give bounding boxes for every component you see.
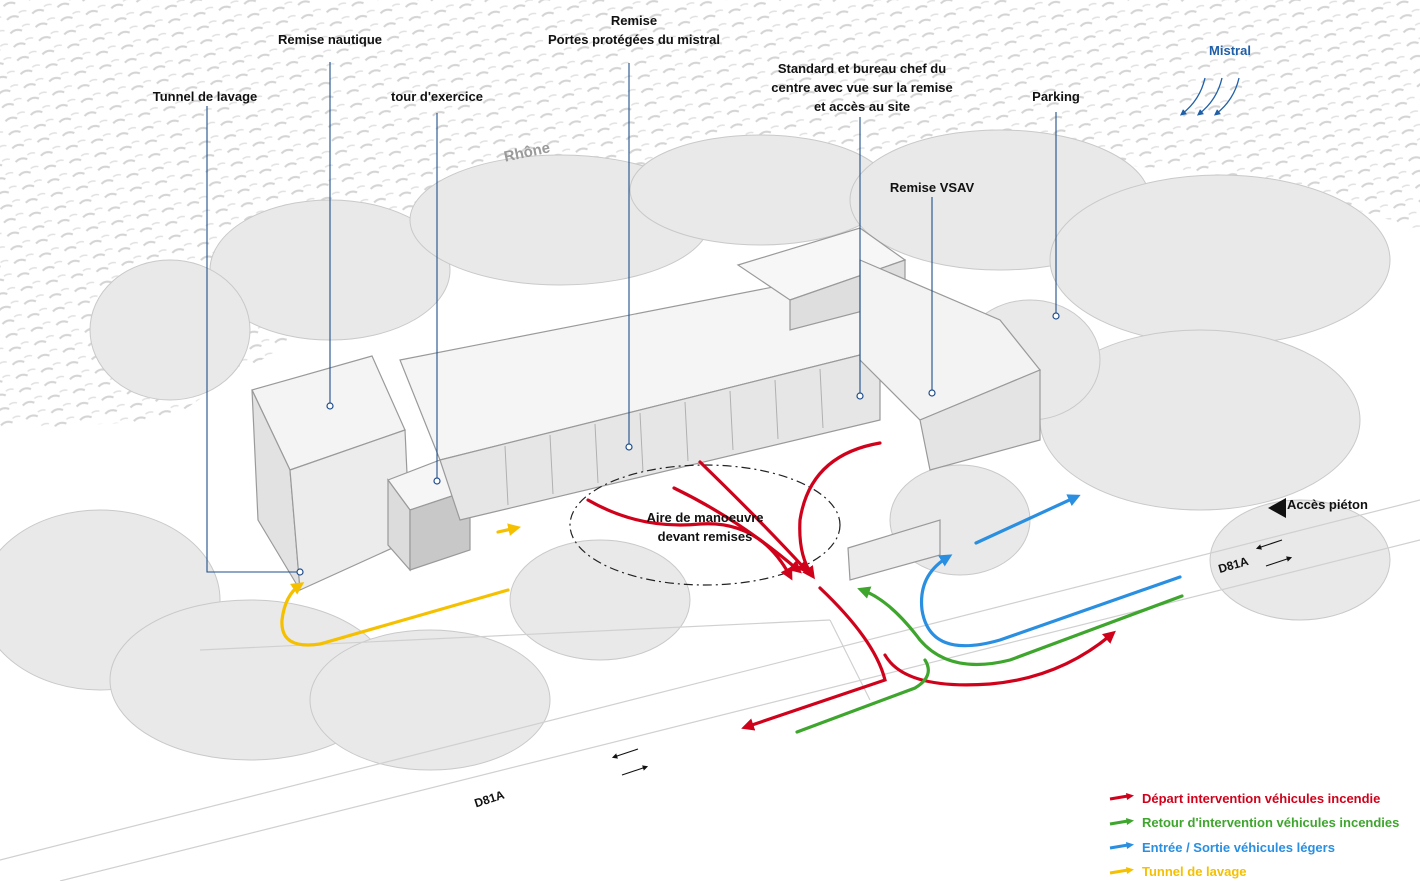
blue-arrow-icon bbox=[1109, 842, 1134, 850]
label-acces-pieton: Accès piéton bbox=[1287, 497, 1368, 512]
washing-tunnel-route bbox=[280, 523, 521, 647]
legend-label: Départ intervention véhicules incendie bbox=[1142, 790, 1381, 806]
legend-label: Entrée / Sortie véhicules légers bbox=[1142, 839, 1335, 855]
legend: Départ intervention véhicules incendie R… bbox=[1108, 786, 1399, 881]
red-arrow-icon bbox=[1109, 793, 1134, 801]
yellow-arrow-icon bbox=[1109, 866, 1134, 875]
legend-item-washing-tunnel: Tunnel de lavage bbox=[1108, 860, 1399, 881]
label-mistral: Mistral bbox=[1209, 43, 1251, 58]
departure-routes bbox=[586, 441, 1116, 731]
label-tunnel-de-lavage: Tunnel de lavage bbox=[152, 89, 258, 104]
label-parking: Parking bbox=[1032, 89, 1080, 104]
fire-station-buildings bbox=[251, 227, 1041, 591]
legend-item-return: Retour d'intervention véhicules incendie… bbox=[1108, 811, 1399, 836]
road-direction-arrows bbox=[611, 539, 1293, 776]
callout-dots bbox=[296, 312, 1060, 576]
label-remise-nautique: Remise nautique bbox=[277, 32, 383, 47]
river-texture bbox=[0, 0, 1420, 430]
label-standard-bureau: Standard et bureau chef du centre avec v… bbox=[771, 61, 953, 114]
green-arrow-icon bbox=[1109, 817, 1134, 826]
legend-label: Tunnel de lavage bbox=[1142, 864, 1247, 880]
legend-item-departure: Départ intervention véhicules incendie bbox=[1108, 786, 1399, 811]
label-remise: Remise Portes protégées du mistral bbox=[548, 13, 720, 47]
legend-item-light-vehicles: Entrée / Sortie véhicules légers bbox=[1108, 835, 1399, 860]
label-aire-de-manoeuvre: Aire de manoeuvre devant remises bbox=[646, 510, 764, 544]
return-routes bbox=[795, 586, 1184, 734]
label-tour-exercice: tour d'exercice bbox=[391, 89, 483, 104]
mistral-wind-arrows bbox=[1179, 77, 1240, 116]
callout-lines bbox=[206, 62, 1057, 573]
label-remise-vsav: Remise VSAV bbox=[889, 180, 975, 195]
tree-cover bbox=[0, 129, 1391, 771]
pedestrian-access-icon bbox=[1268, 498, 1286, 518]
legend-label: Retour d'intervention véhicules incendie… bbox=[1142, 815, 1400, 831]
light-vehicle-routes bbox=[919, 494, 1182, 648]
